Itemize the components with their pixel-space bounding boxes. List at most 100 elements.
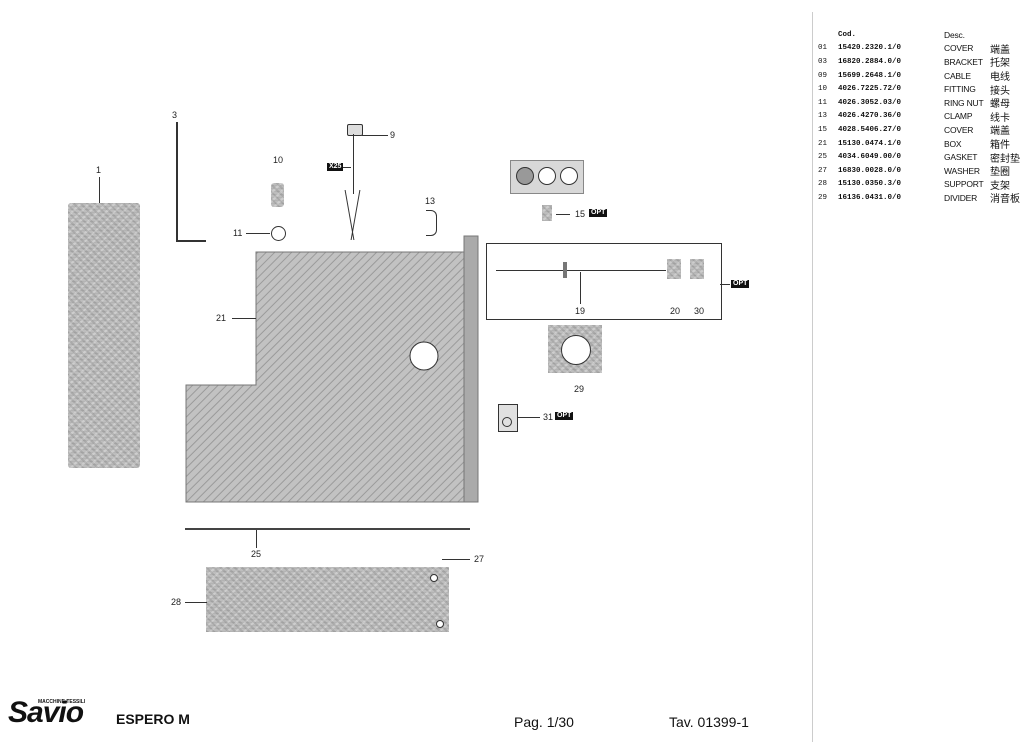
- cable-line: [353, 134, 354, 194]
- part-fitting-10: [271, 183, 284, 207]
- part-31-hole: [502, 417, 512, 427]
- callout-15: 15: [575, 209, 586, 219]
- part-desc-en: CABLE: [944, 70, 971, 81]
- leader-19: [580, 272, 581, 304]
- part-cover-1: [68, 203, 140, 468]
- part-desc-cn: 线卡: [990, 112, 1010, 124]
- table-number: Tav. 01399-1: [669, 714, 749, 730]
- leader-31: [518, 417, 540, 418]
- part-position: 01: [818, 44, 828, 53]
- cover-15-hole-b: [538, 167, 556, 185]
- callout-30: 30: [694, 306, 705, 316]
- callout-27: 27: [474, 554, 485, 564]
- part-position: 10: [818, 85, 828, 94]
- savio-logo-sub: MACCHINE TESSILI: [38, 699, 86, 705]
- part-position: 09: [818, 71, 828, 80]
- part-code: 4026.3052.03/0: [838, 98, 902, 107]
- part-desc-en: COVER: [944, 124, 974, 135]
- leader-15: [556, 214, 570, 215]
- opt-badge-15: OPT: [589, 209, 608, 217]
- header-desc: Desc.: [944, 29, 965, 40]
- opt-badge-31: OPT: [555, 412, 574, 420]
- part-position: 28: [818, 180, 828, 189]
- callout-10: 10: [273, 155, 284, 165]
- leader-28: [185, 602, 207, 603]
- opt-badge-kit: OPT: [731, 280, 750, 288]
- part-desc-cn: 螺母: [990, 99, 1010, 111]
- part-desc-cn: 箱件: [990, 140, 1010, 152]
- parts-table-row: 13 4026.4270.36/0 CLAMP 线卡: [818, 110, 1020, 124]
- part-clamp-13: [426, 210, 437, 236]
- callout-3: 3: [172, 110, 178, 120]
- part-position: 15: [818, 125, 828, 134]
- part-desc-en: BOX: [944, 138, 962, 149]
- callout-11: 11: [233, 228, 243, 238]
- divider-29-hole: [561, 335, 591, 365]
- callout-20: 20: [670, 306, 681, 316]
- leader-27: [442, 559, 470, 560]
- part-position: 21: [818, 139, 828, 148]
- x25-badge: X25: [327, 163, 344, 171]
- part-position: 13: [818, 112, 828, 121]
- part-box-21: [185, 235, 479, 503]
- part-position: 11: [818, 98, 828, 107]
- part-code: 4026.4270.36/0: [838, 112, 902, 121]
- part-cable-9: [347, 124, 363, 136]
- part-code: 15420.2320.1/0: [838, 44, 902, 53]
- part-desc-cn: 消音板: [990, 194, 1020, 206]
- part-code: 4034.6049.00/0: [838, 153, 902, 162]
- part-position: 27: [818, 166, 828, 175]
- savio-logo: Savio: [8, 696, 84, 729]
- callout-13: 13: [425, 196, 436, 206]
- model-title: ESPERO M: [116, 711, 190, 727]
- part-desc-cn: 支架: [990, 180, 1010, 192]
- callout-25: 25: [251, 549, 262, 559]
- callout-1: 1: [96, 165, 102, 175]
- parts-table-header: Cod. Desc.: [818, 28, 1020, 42]
- part-desc-en: SUPPORT: [944, 179, 984, 190]
- part-bracket-3: [176, 122, 178, 240]
- callout-28: 28: [171, 597, 182, 607]
- part-code: 16830.0028.0/0: [838, 166, 902, 175]
- leader-25: [256, 530, 257, 548]
- part-code: 15699.2648.1/0: [838, 71, 902, 80]
- leader-1: [99, 177, 100, 203]
- leader-11: [246, 233, 270, 234]
- part-support-28: [206, 567, 449, 632]
- leader-x25: [343, 167, 351, 168]
- part-cover-15: [542, 205, 552, 221]
- part-desc-cn: 端盖: [990, 126, 1010, 138]
- part-desc-en: CLAMP: [944, 111, 973, 122]
- cable-19-connector: [563, 262, 567, 278]
- callout-9: 9: [390, 130, 396, 140]
- callout-21: 21: [216, 313, 227, 323]
- part-desc-en: BRACKET: [944, 56, 983, 67]
- part-code: 16820.2884.0/0: [838, 57, 902, 66]
- part-fitting-20: [667, 259, 681, 279]
- part-desc-cn: 垫圈: [990, 167, 1010, 179]
- cover-15-hole-c: [560, 167, 578, 185]
- part-nut-30: [690, 259, 704, 279]
- support-hole-b: [436, 620, 444, 628]
- part-desc-en: FITTING: [944, 84, 976, 95]
- callout-29: 29: [574, 384, 585, 394]
- part-desc-en: RING NUT: [944, 97, 984, 108]
- callout-19: 19: [575, 306, 586, 316]
- part-desc-cn: 托架: [990, 58, 1010, 70]
- part-cable-19-line: [496, 270, 666, 271]
- callout-31: 31: [543, 412, 554, 422]
- part-code: 15130.0474.1/0: [838, 139, 902, 148]
- part-desc-cn: 密封垫: [990, 153, 1020, 165]
- part-desc-en: GASKET: [944, 152, 978, 163]
- part-ring-nut-11: [271, 226, 286, 241]
- cover-15-hole-a: [516, 167, 534, 185]
- bracket-foot: [176, 240, 206, 242]
- part-position: 29: [818, 193, 828, 202]
- part-desc-cn: 接头: [990, 85, 1010, 97]
- header-code: Cod.: [838, 30, 857, 39]
